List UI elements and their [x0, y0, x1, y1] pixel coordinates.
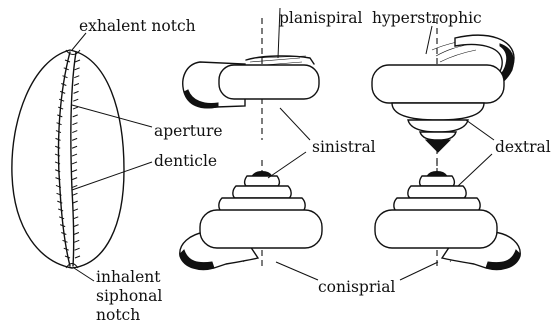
- sinistral-body-whorl: [200, 210, 322, 248]
- denticle-left: [55, 146, 60, 148]
- label-exhalent-notch: exhalent notch: [79, 17, 196, 35]
- denticle-right: [73, 209, 78, 211]
- hyperstrophic-whorl-3: [408, 120, 468, 132]
- label-planispiral: planispiral: [279, 9, 363, 27]
- dextral-whorl-3: [394, 198, 480, 211]
- planispiral-body-whorl: [219, 65, 319, 99]
- leader-conisprial-left: [276, 262, 318, 280]
- denticle-right: [72, 185, 77, 187]
- denticle-left: [57, 201, 62, 203]
- denticle-right: [74, 84, 79, 86]
- denticle-right: [72, 123, 77, 125]
- denticle-right: [72, 193, 77, 195]
- denticle-right: [72, 162, 77, 164]
- sinistral-conispiral-shell: [180, 160, 322, 270]
- label-notch: notch: [96, 306, 140, 324]
- denticle-right: [74, 91, 79, 93]
- hyperstrophic-whorl-2: [392, 103, 484, 120]
- denticle-right: [73, 115, 78, 117]
- denticle-right: [74, 240, 79, 242]
- leader-hyperstrophic: [426, 26, 432, 54]
- sinistral-whorl-2: [233, 186, 291, 198]
- leader-dextral-upper: [466, 120, 494, 140]
- leader-sinistral-upper: [280, 108, 310, 140]
- label-dextral: dextral: [495, 138, 551, 156]
- denticle-left: [55, 154, 60, 156]
- denticle-right: [72, 138, 77, 140]
- denticle-right: [75, 248, 80, 250]
- denticle-left: [58, 209, 63, 211]
- denticle-right: [73, 107, 78, 109]
- sinistral-whorl-1: [245, 176, 280, 186]
- denticle-right: [75, 256, 80, 258]
- cowrie-outline: [12, 50, 124, 268]
- dextral-whorl-1: [420, 176, 455, 186]
- label-aperture: aperture: [154, 122, 223, 140]
- sinistral-whorl-3: [219, 198, 305, 211]
- leader-dextral-lower: [458, 154, 492, 186]
- hyperstrophic-body-whorl: [372, 65, 504, 103]
- denticle-right: [72, 131, 77, 133]
- leader-denticle: [72, 162, 152, 190]
- denticle-right: [72, 154, 77, 156]
- label-siphonal: siphonal: [96, 287, 162, 305]
- denticle-right: [72, 170, 77, 172]
- dextral-body-whorl: [375, 210, 497, 248]
- label-inhalent: inhalent: [96, 268, 161, 286]
- denticle-right: [72, 178, 77, 180]
- denticle-right: [75, 60, 80, 62]
- denticle-right: [74, 232, 79, 234]
- label-denticle: denticle: [154, 152, 217, 170]
- label-hyperstrophic: hyperstrophic: [372, 9, 482, 27]
- dextral-whorl-2: [408, 186, 466, 198]
- leader-inhalent-notch: [74, 268, 94, 281]
- denticle-right: [73, 201, 78, 203]
- leader-sinistral-lower: [268, 152, 306, 178]
- denticle-right: [74, 225, 79, 227]
- hyperstrophic-apex: [426, 140, 450, 152]
- cowrie-shell: [12, 50, 124, 268]
- leader-exhalent-notch: [72, 33, 86, 50]
- dextral-conispiral-shell: [375, 160, 520, 270]
- label-conisprial: conisprial: [318, 278, 395, 296]
- hyperstrophic-whorl-4: [420, 132, 456, 140]
- denticle-right: [74, 76, 79, 78]
- leader-aperture: [72, 105, 152, 127]
- denticle-right: [73, 217, 78, 219]
- denticle-right: [72, 146, 77, 148]
- denticle-right: [75, 68, 80, 70]
- label-sinistral: sinistral: [312, 138, 376, 156]
- leader-conisprial-right: [400, 262, 438, 280]
- denticle-right: [73, 99, 78, 101]
